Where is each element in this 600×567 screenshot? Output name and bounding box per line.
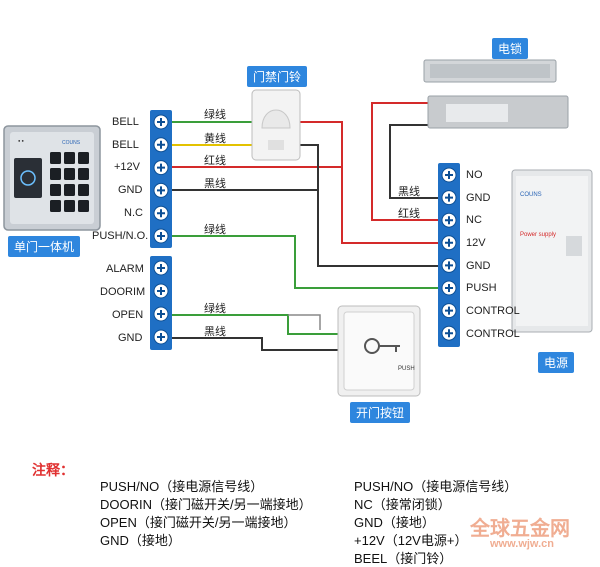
keypad-device: COUNS ● ● xyxy=(3,125,101,231)
terminal-label-bell-2: BELL xyxy=(112,139,139,151)
svg-text:● ●: ● ● xyxy=(18,138,25,143)
svg-text:COUNS: COUNS xyxy=(62,140,81,146)
right-screw-plus-6 xyxy=(445,284,453,292)
keypad-key xyxy=(78,168,89,180)
terminal-label-control-1: CONTROL xyxy=(466,305,520,317)
note-left-1: PUSH/NO（接电源信号线） xyxy=(100,479,264,494)
keypad-key xyxy=(64,184,75,196)
right-screw-plus-2 xyxy=(445,193,453,202)
right-screw-plus-3 xyxy=(445,216,453,225)
right-screw-plus-1 xyxy=(445,171,453,179)
notes-title: 注释： xyxy=(32,462,74,478)
lock-title: 电锁 xyxy=(492,38,529,59)
wire-label-power-black: 黑线 xyxy=(204,178,226,190)
left-top-screw-plus-1 xyxy=(157,118,165,126)
left-top-screw-plus-5 xyxy=(157,209,165,218)
note-right-1: PUSH/NO（接电源信号线） xyxy=(354,479,518,494)
wire-label-power-red: 红线 xyxy=(204,155,226,167)
terminal-label-push-no: PUSH/N.O. xyxy=(92,230,149,242)
terminal-label-bell-1: BELL xyxy=(112,116,139,128)
keypad-key xyxy=(50,152,61,164)
watermark-text: 全球五金网 xyxy=(470,518,570,540)
exit-button-device: PUSH xyxy=(337,305,421,397)
psu-title: 电源 xyxy=(538,352,575,373)
terminal-label-nc: N.C xyxy=(124,207,143,219)
wire-lock-black xyxy=(389,124,438,199)
wire-power-red xyxy=(172,166,438,244)
svg-text:PUSH: PUSH xyxy=(398,366,415,372)
svg-text:Power supply: Power supply xyxy=(520,232,556,238)
left-bottom-screw-plus-2 xyxy=(157,287,165,295)
note-left-2: DOORIN（接门磁开关/另一端接地） xyxy=(100,497,312,512)
terminal-block-left-bottom xyxy=(150,256,172,350)
keypad-key xyxy=(64,168,75,180)
keypad-key xyxy=(78,200,89,212)
keypad-key xyxy=(78,152,89,164)
terminal-label-open: OPEN xyxy=(112,309,144,321)
note-left-4: GND（接地） xyxy=(100,533,181,548)
left-bottom-screw-plus-1 xyxy=(157,264,165,272)
note-right-5: BEEL（接门铃） xyxy=(354,551,453,566)
wire-label-open-green: 绿线 xyxy=(204,303,226,315)
button-title: 开门按钮 xyxy=(350,402,411,423)
terminal-block-left-top xyxy=(150,110,172,248)
terminal-label-control-2: CONTROL xyxy=(466,328,520,340)
wire-power-black xyxy=(172,189,438,267)
wire-lock-red xyxy=(371,102,438,221)
terminal-block-right xyxy=(438,163,460,347)
watermark-url: www.wjw.cn xyxy=(490,538,554,550)
wire-label-open-black: 黑线 xyxy=(204,326,226,338)
note-left-3: OPEN（接门磁开关/另一端接地） xyxy=(100,515,297,530)
keypad-key xyxy=(50,168,61,180)
svg-text:COUNS: COUNS xyxy=(520,192,542,198)
note-right-3: GND（接地） xyxy=(354,515,435,530)
wires xyxy=(172,102,438,351)
keypad-key xyxy=(78,184,89,196)
wire-bell-out-black xyxy=(296,144,319,190)
left-bottom-screw-plus-4 xyxy=(157,333,165,341)
power-supply: COUNS Power supply xyxy=(511,169,593,333)
right-screw-plus-7 xyxy=(445,306,453,315)
terminal-label-doorim: DOORIM xyxy=(100,286,146,298)
terminal-label-alarm: ALARM xyxy=(106,263,144,275)
terminal-label-gnd-r2: GND xyxy=(466,260,491,272)
terminal-label-12v: +12V xyxy=(114,161,140,173)
wire-label-lock-black: 黑线 xyxy=(398,186,420,198)
keypad-title: 单门一体机 xyxy=(8,236,81,257)
note-right-4: +12V（12V电源+） xyxy=(354,533,468,548)
right-screw-plus-8 xyxy=(445,329,453,338)
left-bottom-screw-plus-3 xyxy=(157,310,165,318)
right-screw-plus-5 xyxy=(445,261,453,270)
right-screw-plus-4 xyxy=(445,238,453,247)
keypad-key xyxy=(64,200,75,212)
wire-open-black xyxy=(172,337,338,351)
left-top-screw-plus-2 xyxy=(157,140,165,149)
terminal-label-no: NO xyxy=(466,169,483,181)
electric-lock xyxy=(423,59,569,129)
terminal-label-push-r: PUSH xyxy=(466,282,497,294)
wire-label-push-green: 绿线 xyxy=(204,224,226,236)
left-top-screw-plus-6 xyxy=(157,232,165,240)
keypad-key xyxy=(64,152,75,164)
wire-open-green xyxy=(172,314,338,335)
doorbell-device xyxy=(251,89,301,161)
left-top-screw-plus-4 xyxy=(157,186,165,195)
wire-bell-out-red xyxy=(296,121,343,167)
terminal-label-nc-r: NC xyxy=(466,214,482,226)
wire-push-green xyxy=(172,235,438,289)
keypad-key xyxy=(50,200,61,212)
keypad-key xyxy=(50,184,61,196)
wire-label-lock-red: 红线 xyxy=(398,208,420,220)
left-top-screw-plus-3 xyxy=(157,163,165,172)
note-right-2: NC（接常闭锁） xyxy=(354,497,451,512)
terminal-label-12v-r: 12V xyxy=(466,237,486,249)
terminal-label-gnd-r1: GND xyxy=(466,192,491,204)
terminal-label-gnd-2: GND xyxy=(118,332,143,344)
wire-label-bell-green: 绿线 xyxy=(204,109,226,121)
wire-label-bell-yellow: 黄线 xyxy=(204,133,226,145)
doorbell-title: 门禁门铃 xyxy=(247,66,308,87)
terminal-label-gnd: GND xyxy=(118,184,143,196)
wire-open-grey xyxy=(288,314,321,330)
